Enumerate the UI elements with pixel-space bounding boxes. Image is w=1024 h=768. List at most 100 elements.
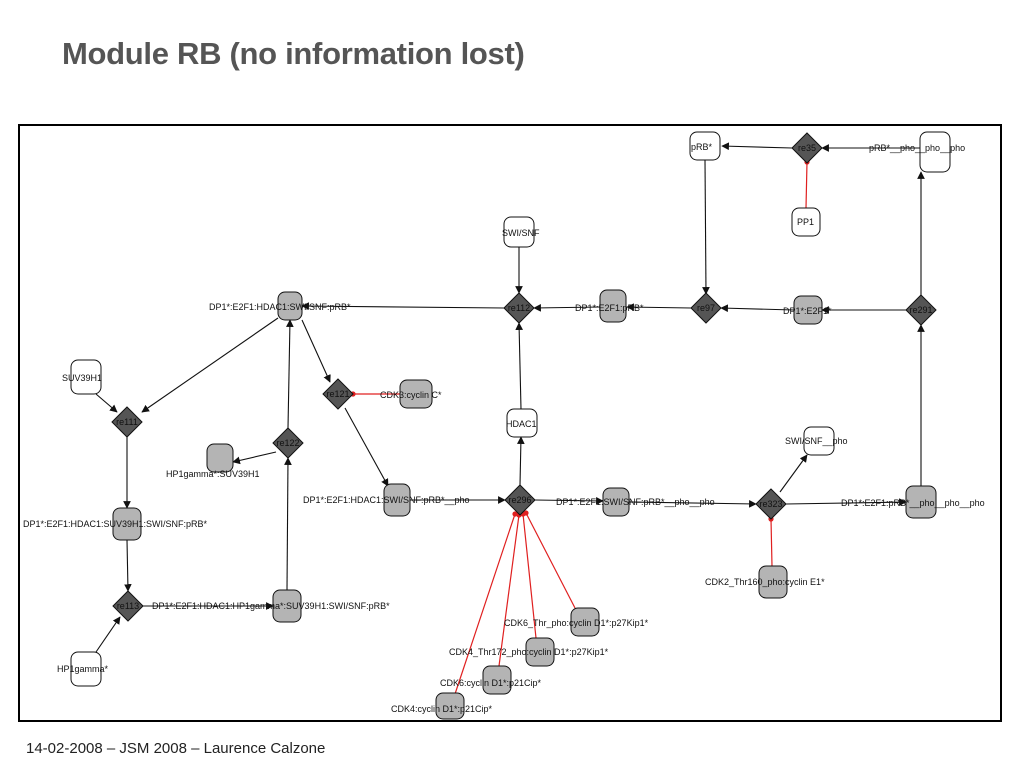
species-label-hp1suv: HP1gamma*:SUV39H1 [166,469,260,479]
edge-c_suvswi-to-re113 [124,539,132,592]
reaction-node-re323[interactable] [755,488,787,520]
reaction-node-re113[interactable] [112,590,144,622]
species-node-cdk3[interactable] [399,379,433,409]
species-label-c_hdac: DP1*:E2F1:HDAC1:SWI/SNF:pRB* [209,302,351,312]
reaction-label-re111: re111 [116,417,138,427]
species-node-suv39h1[interactable] [70,359,102,395]
species-node-swisnfpho[interactable] [803,426,835,456]
species-node-cdk2[interactable] [758,565,788,599]
edge-re121-to-c_hdacpho [344,407,389,487]
reaction-node-re121[interactable] [322,378,354,410]
reaction-node-re97[interactable] [690,292,722,324]
edge-c_hp1-to-re122 [284,457,292,591]
reaction-label-re122: re122 [276,438,299,448]
edge-c_e2f1-to-re97 [720,304,795,313]
edge-re35-to-prb [721,142,793,151]
reaction-label-re35: re35 [798,143,816,153]
species-label-prb: pRB* [691,142,713,152]
reaction-label-re113: re113 [117,601,139,611]
species-label-hp1gamma: HP1gamma* [57,664,109,674]
reaction-label-re112: re112 [508,303,530,313]
edge-c_swipho-to-re323 [628,500,757,508]
species-node-cdk4kip[interactable] [525,637,555,667]
edge-re122-to-c_hdac [286,319,294,429]
species-label-swisnfpho: SWI/SNF__pho [785,436,848,446]
reaction-label-re97: re97 [697,303,715,313]
reaction-label-re291: re291 [909,305,932,315]
reaction-node-re296[interactable] [504,484,536,516]
modifier-edge-pp1-to-re35 [805,161,808,209]
slide-footer: 14-02-2008 – JSM 2008 – Laurence Calzone [26,740,326,757]
species-label-c_hdacpho: DP1*:E2F1:HDAC1:SWI/SNF:pRB*__pho [303,495,470,505]
species-node-prb[interactable] [689,131,721,161]
species-node-pp1[interactable] [791,207,821,237]
species-node-c_swipho[interactable] [602,487,630,517]
species-label-c_e2f1prb: DP1*:E2F1:pRB* [575,303,644,313]
modifier-edge-cdk6kip-to-re296 [525,512,576,609]
species-node-c_hp1[interactable] [272,589,302,623]
species-label-cdk2: CDK2_Thr160_pho:cyclin E1* [705,577,825,587]
species-node-cdk6kip[interactable] [570,607,600,637]
species-label-c_hp1: DP1*:E2F1:HDAC1:HP1gamma*:SUV39H1:SWI/SN… [152,601,390,611]
species-label-c_swipho: DP1*:E2F1:SWI/SNF:pRB*__pho__pho [556,497,715,507]
species-node-hdac1[interactable] [506,408,538,438]
edge-hp1gamma-to-re113 [95,616,121,653]
reaction-node-re35[interactable] [791,132,823,164]
species-label-swisnf: SWI/SNF [502,228,540,238]
edge-re296-to-c_swipho [534,497,604,505]
species-node-hp1gamma[interactable] [70,651,102,687]
reaction-node-re111[interactable] [111,406,143,438]
species-label-cdk6kip: CDK6_Thr_pho:cyclin D1*:p27Kip1* [504,618,649,628]
edge-re296-to-hdac1 [517,436,525,486]
species-node-cdk6cip[interactable] [482,665,512,695]
reaction-node-re291[interactable] [905,294,937,326]
species-label-hdac1: HDAC1 [506,419,537,429]
species-label-pp1: PP1 [797,217,814,227]
edge-re323-to-swisnfpho [779,454,808,493]
modifier-edge-cdk2-to-re323 [770,518,773,567]
reaction-node-re112[interactable] [503,292,535,324]
species-node-c_e2f1[interactable] [793,295,823,325]
edge-re323-to-c_phophopho [785,498,907,506]
species-label-c_e2f1: DP1*:E2F1* [783,306,832,316]
species-node-c_phophopho[interactable] [905,485,937,519]
edge-re122-to-hp1suv [232,451,277,465]
species-node-c_hdacpho[interactable] [383,483,411,517]
edges-layer [95,142,925,695]
species-label-cdk4cip: CDK4:cyclin D1*:p21Cip* [391,704,493,714]
species-label-c_suvswi: DP1*:E2F1:HDAC1:SUV39H1:SWI/SNF:pRB* [23,519,208,529]
species-node-c_e2f1prb[interactable] [599,289,627,323]
species-label-cdk3: CDK3:cyclin C* [380,390,442,400]
species-node-hp1suv[interactable] [206,443,234,473]
species-label-prb_pho: pRB*__pho__pho__pho [869,143,965,153]
species-node-c_hdac[interactable] [277,291,303,321]
edge-prb-to-re97 [702,159,710,295]
edge-hdac1-to-re112 [515,322,524,410]
modifier-edge-cdk4kip-to-re296 [522,513,537,639]
reaction-label-re296: re296 [508,495,531,505]
reaction-node-re122[interactable] [272,427,304,459]
edge-c_e2f1prb-to-re112 [533,304,601,312]
edge-suv39h1-to-re111 [95,393,118,413]
edge-c_hdac-to-re111 [141,317,279,413]
species-node-c_suvswi[interactable] [112,507,142,541]
species-label-cdk6cip: CDK6:cyclin D1*:p21Cip* [440,678,542,688]
species-node-prb_pho[interactable] [919,131,951,173]
reaction-label-re323: re323 [759,499,782,509]
edge-re112-to-c_hdac [301,302,505,310]
species-label-suv39h1: SUV39H1 [62,373,102,383]
slide-title: Module RB (no information lost) [62,36,525,71]
modifier-dot-cdk4cip [512,511,518,517]
modifier-edge-cdk4cip-to-re296 [454,513,516,695]
reaction-label-re121: re121 [326,389,349,399]
species-node-cdk4cip[interactable] [435,692,465,720]
edge-re97-to-c_e2f1prb [626,303,692,311]
species-label-cdk4kip: CDK4_Thr172_pho:cyclin D1*:p27Kip1* [449,647,609,657]
edge-c_hdac-to-re121 [301,319,331,383]
nodes-layer [70,131,951,720]
species-label-c_phophopho: DP1*:E2F1:pRB*__pho__pho__pho [841,498,985,508]
modifier-edge-cdk6cip-to-re296 [498,514,520,667]
species-node-swisnf[interactable] [503,216,535,248]
